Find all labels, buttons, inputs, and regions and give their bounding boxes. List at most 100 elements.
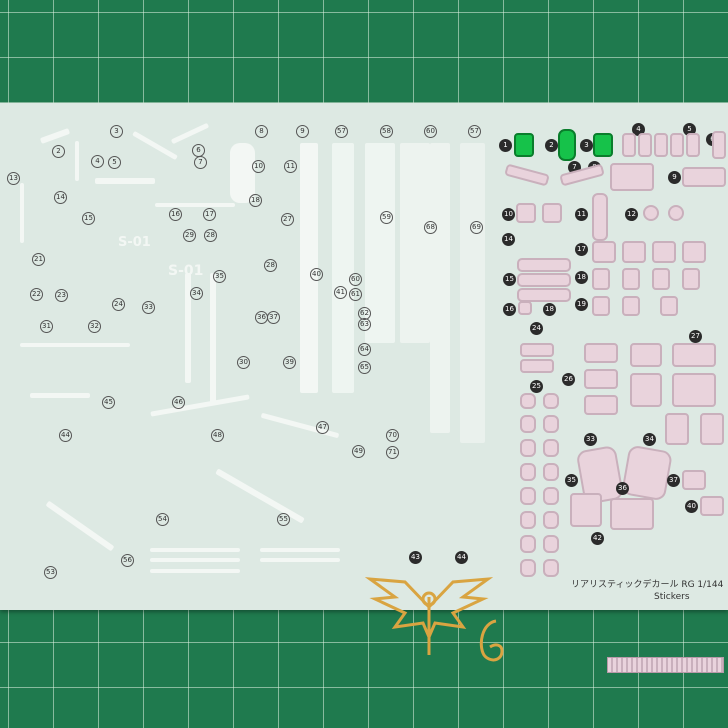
marker: 7 xyxy=(194,156,207,169)
marker: 3 xyxy=(110,125,123,138)
white-decal-stroke xyxy=(150,548,240,552)
marker: 1 xyxy=(499,139,512,152)
marker: 35 xyxy=(565,474,578,487)
marker: 64 xyxy=(358,343,371,356)
marker: 10 xyxy=(502,208,515,221)
marker: 60 xyxy=(349,273,362,286)
white-decal-stroke xyxy=(75,141,79,181)
green-decal xyxy=(514,133,534,157)
marker: 21 xyxy=(32,253,45,266)
marker: 53 xyxy=(44,566,57,579)
pink-ring-decal xyxy=(520,559,536,577)
pink-decal xyxy=(668,205,684,221)
pink-decal xyxy=(700,496,724,516)
marker: 17 xyxy=(203,208,216,221)
sheet-subtitle: Stickers xyxy=(654,592,690,602)
marker: 37 xyxy=(267,311,280,324)
marker: 61 xyxy=(349,288,362,301)
white-decal-stroke xyxy=(95,178,155,184)
pink-decal xyxy=(504,163,550,187)
s01-decal: S-01 xyxy=(168,263,204,279)
white-decal-stroke xyxy=(185,273,191,383)
marker: 57 xyxy=(468,125,481,138)
pink-decal xyxy=(654,133,668,157)
white-decal-column xyxy=(430,143,450,433)
pink-decal xyxy=(518,301,532,315)
white-decal-stroke xyxy=(45,500,115,552)
marker: 26 xyxy=(562,373,575,386)
pink-decal xyxy=(516,203,536,223)
marker: 55 xyxy=(277,513,290,526)
marker: 13 xyxy=(7,172,20,185)
marker: 27 xyxy=(281,213,294,226)
pink-decal xyxy=(700,413,724,445)
green-decal xyxy=(593,133,613,157)
marker: 45 xyxy=(102,396,115,409)
marker: 31 xyxy=(40,320,53,333)
decal-sheet: S-01 S-01 3 2 4 5 6 7 8 9 10 11 13 14 15… xyxy=(0,103,728,673)
marker: 25 xyxy=(530,380,543,393)
marker: 4 xyxy=(91,155,104,168)
pink-strip-decal xyxy=(607,657,724,673)
marker: 46 xyxy=(172,396,185,409)
pink-ring-decal xyxy=(520,487,536,505)
pink-decal xyxy=(542,203,562,223)
white-decal-stroke xyxy=(150,569,240,573)
pink-ring-decal xyxy=(543,393,559,409)
marker: 6 xyxy=(192,144,205,157)
pink-decal xyxy=(559,163,605,187)
marker: 8 xyxy=(255,125,268,138)
marker: 10 xyxy=(252,160,265,173)
marker: 49 xyxy=(352,445,365,458)
marker: 68 xyxy=(424,221,437,234)
marker: 37 xyxy=(667,474,680,487)
marker: 18 xyxy=(543,303,556,316)
marker: 16 xyxy=(169,208,182,221)
marker: 33 xyxy=(584,433,597,446)
marker: 14 xyxy=(54,191,67,204)
pink-decal xyxy=(686,133,700,157)
sheet-title: リアリスティックデカール RG 1/144 xyxy=(571,580,724,590)
pink-ring-decal xyxy=(520,463,536,481)
white-decal-stroke xyxy=(170,122,210,145)
marker: 27 xyxy=(689,330,702,343)
marker: 3 xyxy=(580,139,593,152)
pink-decal xyxy=(630,343,662,367)
pink-decal xyxy=(643,205,659,221)
marker: 43 xyxy=(409,551,422,564)
white-decal-column xyxy=(300,143,318,393)
marker: 71 xyxy=(386,446,399,459)
pink-decal xyxy=(584,395,618,415)
pink-decal xyxy=(660,296,678,316)
pink-decal xyxy=(520,359,554,373)
marker: 32 xyxy=(88,320,101,333)
marker: 2 xyxy=(545,139,558,152)
marker: 29 xyxy=(183,229,196,242)
white-decal-stroke xyxy=(132,130,178,161)
marker: 28 xyxy=(264,259,277,272)
pink-ring-decal xyxy=(520,439,536,457)
pink-decal xyxy=(517,258,571,272)
pink-decal xyxy=(712,131,726,159)
pink-decal xyxy=(672,373,716,407)
pink-decal xyxy=(672,343,716,367)
marker: 24 xyxy=(112,298,125,311)
pink-large-decal xyxy=(620,444,674,502)
white-decal-stroke xyxy=(215,468,305,524)
pink-ring-decal xyxy=(543,487,559,505)
marker: 44 xyxy=(59,429,72,442)
white-decal-stroke xyxy=(20,183,24,243)
marker: 28 xyxy=(204,229,217,242)
marker: 42 xyxy=(591,532,604,545)
marker: 14 xyxy=(502,233,515,246)
marker: 22 xyxy=(30,288,43,301)
white-decal-stroke xyxy=(39,128,71,144)
marker: 34 xyxy=(190,287,203,300)
pink-decal xyxy=(622,241,646,263)
pink-ring-decal xyxy=(543,511,559,529)
pink-decal xyxy=(652,241,676,263)
pink-decal xyxy=(682,268,700,290)
pink-decal xyxy=(592,296,610,316)
pink-ring-decal xyxy=(543,463,559,481)
marker: 23 xyxy=(55,289,68,302)
